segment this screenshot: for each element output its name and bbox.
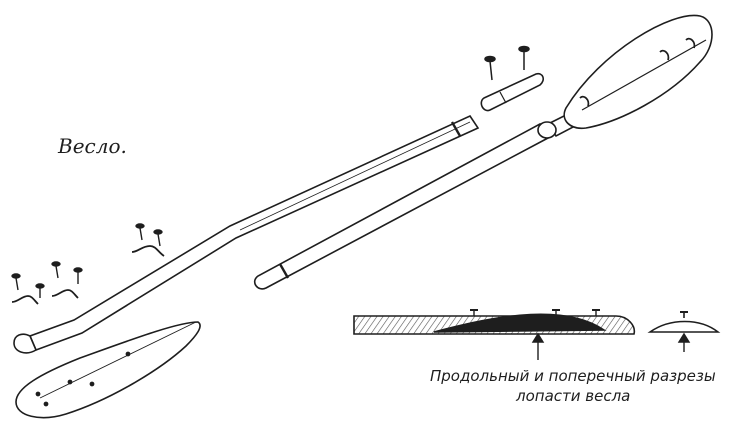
caption-line-2: лопасти весла (515, 387, 630, 405)
screw-icon (484, 45, 530, 81)
diagram-title: Весло. (57, 134, 127, 158)
screw-icon (11, 223, 163, 298)
longitudinal-section (353, 309, 636, 335)
section-arrow (677, 332, 691, 352)
connector-sleeve (480, 72, 545, 112)
clamp-icon (11, 245, 165, 305)
top-blade (563, 14, 713, 130)
caption-line-1: Продольный и поперечный разрезы (430, 367, 716, 385)
bottom-blade (15, 321, 201, 419)
cross-section (647, 311, 721, 333)
section-arrow (531, 332, 545, 360)
left-shaft (13, 114, 480, 354)
